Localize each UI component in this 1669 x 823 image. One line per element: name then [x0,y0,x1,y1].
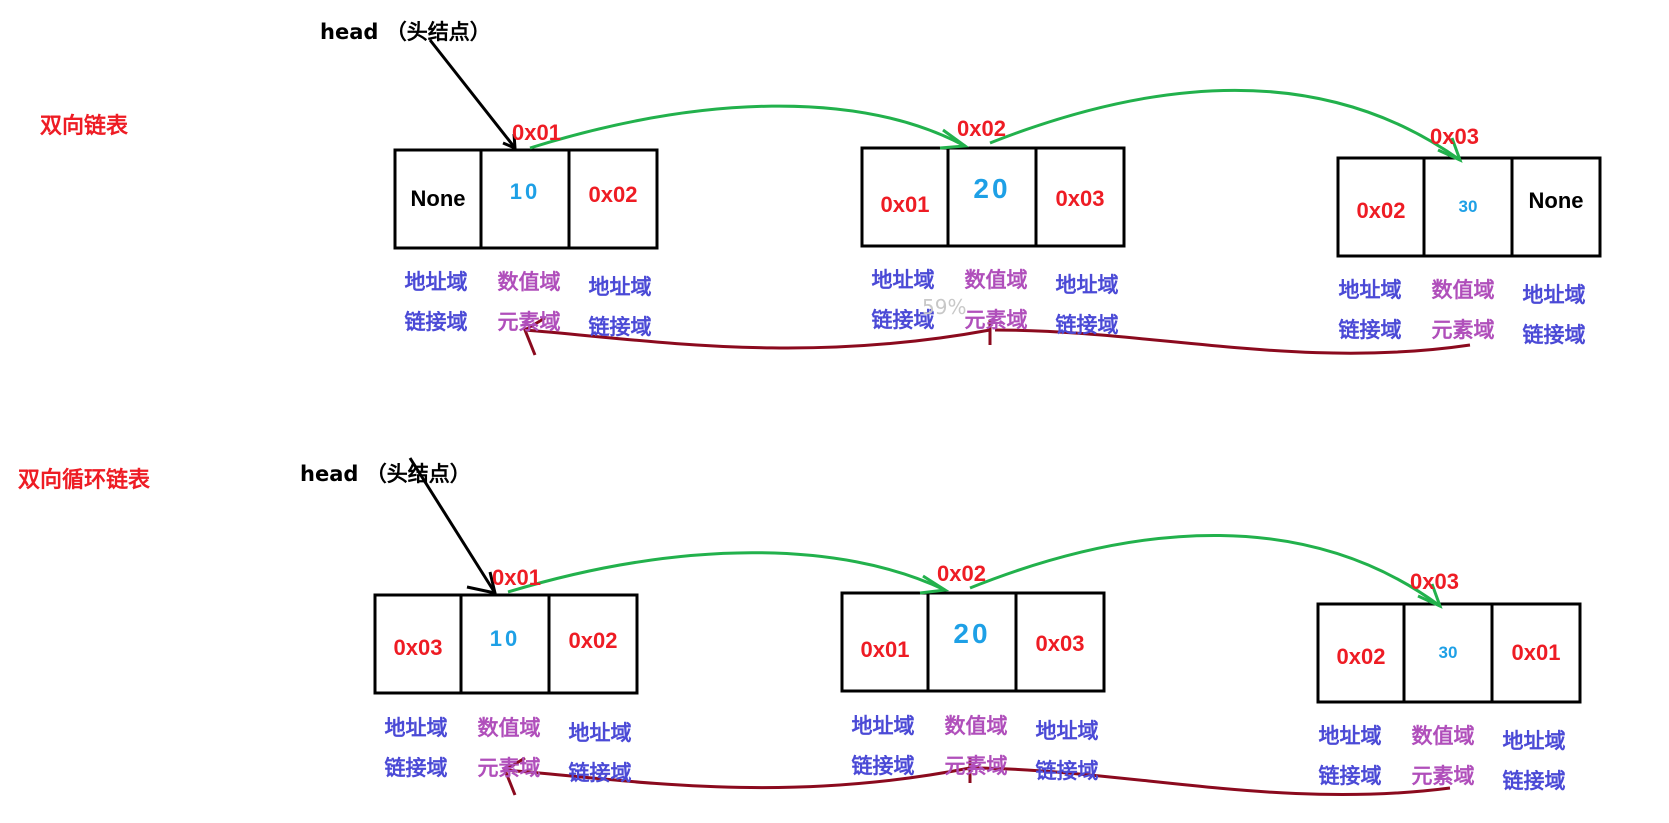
caption-element-field: 元素域 [1431,318,1495,342]
caption-address-field: 地址域 [1035,719,1099,743]
caption-link-field: 链接域 [1055,313,1119,337]
caption-link-field: 链接域 [384,756,448,780]
node-address-label: 0x01 [512,120,561,145]
node-box-2-2 [840,591,1106,693]
node-box-1-2 [860,146,1126,248]
caption-link-field: 链接域 [1318,764,1382,788]
caption-link-field: 链接域 [871,308,935,332]
node-address-label: 0x02 [957,116,1006,141]
caption-value-field: 数值域 [497,270,561,294]
head-pointer-arrow-2 [408,457,498,595]
head-node-label: head （头结点） [300,462,471,486]
caption-element-field: 元素域 [944,754,1008,778]
next-pointer-cell: 0x03 [1035,631,1085,656]
head-pointer-arrow-1 [428,39,517,151]
caption-address-field: 地址域 [1522,283,1586,307]
node-address-label: 0x03 [1430,124,1479,149]
caption-link-field: 链接域 [404,310,468,334]
section-title-doubly-circular-linked-list: 双向循环链表 [18,468,151,493]
caption-value-field: 数值域 [944,714,1008,738]
caption-value-field: 数值域 [964,268,1028,292]
value-cell: 10 [489,626,521,651]
caption-address-field: 地址域 [404,270,468,294]
section-title-doubly-linked-list: 双向链表 [40,114,129,139]
prev-pointer-cell: 0x03 [393,635,443,660]
prev-pointer-cell: 0x02 [1356,198,1406,223]
caption-address-field: 地址域 [1502,729,1566,753]
next-arrows-section-2 [507,533,1443,609]
next-pointer-cell: 0x03 [1055,186,1105,211]
prev-pointer-cell: 0x01 [860,637,910,662]
prev-pointer-cell: 0x01 [880,192,930,217]
caption-link-field: 链接域 [588,315,652,339]
value-cell: 30 [1438,643,1458,662]
next-arrows-section-1 [529,88,1463,163]
caption-element-field: 元素域 [497,310,561,334]
caption-address-field: 地址域 [1338,278,1402,302]
node-address-label: 0x02 [937,561,986,586]
caption-link-field: 链接域 [851,754,915,778]
caption-element-field: 元素域 [964,308,1028,332]
prev-arrows-section-1 [523,316,1471,356]
next-pointer-cell: 0x02 [588,182,638,207]
caption-value-field: 数值域 [1411,724,1475,748]
value-cell: 10 [509,179,541,204]
node-address-label: 0x03 [1410,569,1459,594]
node-address-label: 0x01 [492,565,541,590]
caption-link-field: 链接域 [1502,769,1566,793]
caption-value-field: 数值域 [1431,278,1495,302]
next-pointer-cell: None [1528,188,1584,213]
zoom-watermark: 59% [922,295,967,319]
value-cell: 30 [1458,197,1478,216]
next-pointer-cell: 0x02 [568,628,618,653]
prev-arrows-section-2 [503,756,1451,797]
node-box-1-1 [393,148,659,250]
caption-element-field: 元素域 [477,756,541,780]
caption-address-field: 地址域 [1318,724,1382,748]
prev-pointer-cell: 0x02 [1336,644,1386,669]
caption-address-field: 地址域 [568,721,632,745]
caption-link-field: 链接域 [1522,323,1586,347]
node-box-2-3 [1316,602,1582,704]
caption-link-field: 链接域 [568,761,632,785]
caption-address-field: 地址域 [851,714,915,738]
caption-link-field: 链接域 [1035,759,1099,783]
next-pointer-cell: 0x01 [1511,640,1561,665]
prev-pointer-cell: None [410,186,466,211]
caption-address-field: 地址域 [871,268,935,292]
value-cell: 20 [953,618,991,649]
node-box-2-1 [373,593,639,695]
caption-address-field: 地址域 [588,275,652,299]
caption-address-field: 地址域 [1055,273,1119,297]
value-cell: 20 [973,173,1011,204]
head-node-label: head （头结点） [320,20,491,44]
caption-value-field: 数值域 [477,716,541,740]
node-box-1-3 [1336,156,1602,258]
caption-link-field: 链接域 [1338,318,1402,342]
caption-address-field: 地址域 [384,716,448,740]
caption-element-field: 元素域 [1411,764,1475,788]
